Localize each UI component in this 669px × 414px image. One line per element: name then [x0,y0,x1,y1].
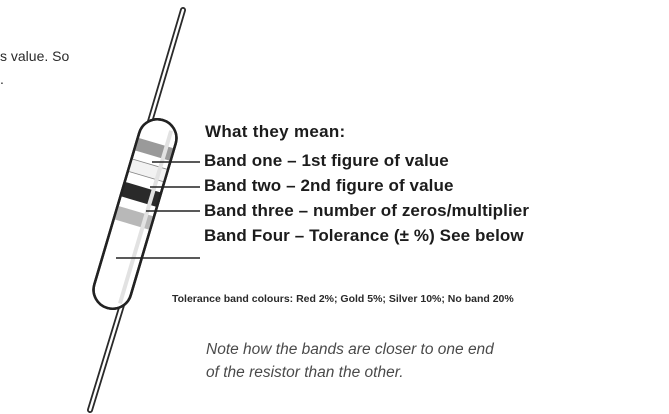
resistor-leads [87,7,186,413]
band-four-label: Band Four – Tolerance (± %) See below [204,226,524,245]
intro-text-line-1: s value. So [0,48,70,64]
band-three-label: Band three – number of zeros/multiplier [204,201,530,220]
band-two-label: Band two – 2nd figure of value [204,176,454,195]
tolerance-colours-note: Tolerance band colours: Red 2%; Gold 5%;… [172,293,514,305]
top-lead-core [147,8,185,127]
bottom-lead-core [88,303,124,412]
note-line-2: of the resistor than the other. [206,364,404,381]
note-line-1: Note how the bands are closer to one end [206,341,494,358]
body-shading [118,130,174,304]
leader-lines [116,161,200,259]
band-one-label: Band one – 1st figure of value [204,151,449,170]
legend-heading: What they mean: [205,122,346,141]
intro-text-line-2: . [0,71,4,87]
